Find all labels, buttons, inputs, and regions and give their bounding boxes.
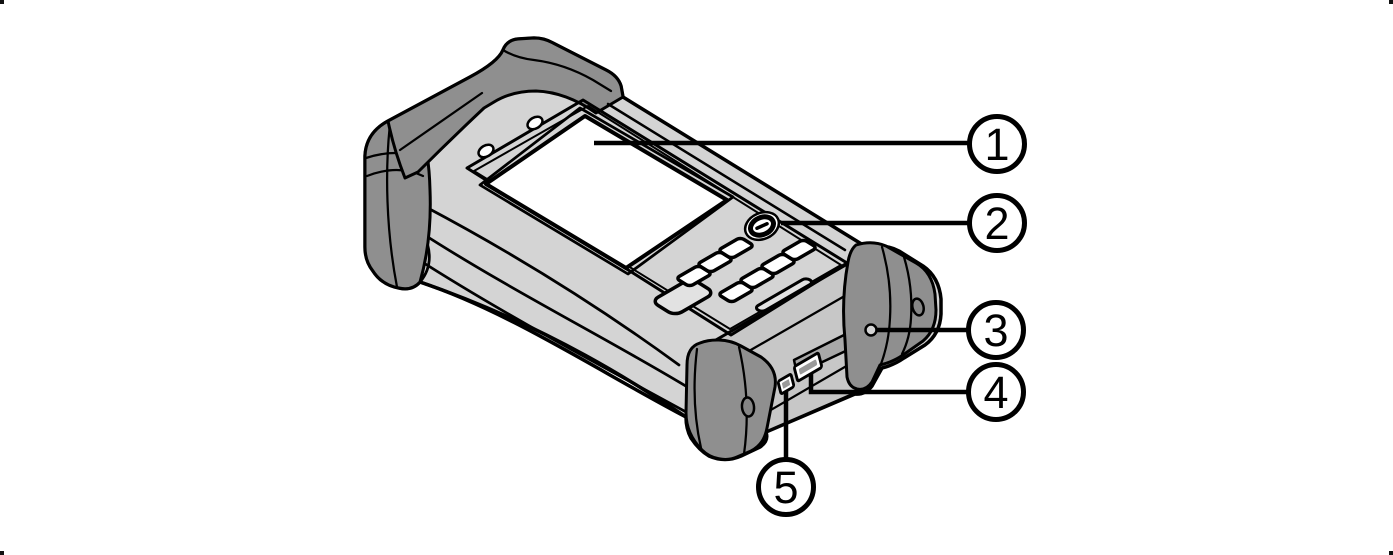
- callout-4: 4: [966, 362, 1026, 422]
- corner-mark: [1389, 551, 1393, 555]
- screw-holes: [477, 115, 544, 159]
- top-edge-bumper: [386, 36, 625, 180]
- callout-label-5: 5: [773, 462, 798, 513]
- side-ridge-3: [414, 256, 688, 414]
- cap-facet-line: [385, 122, 399, 289]
- keypad: [651, 210, 817, 316]
- bumper-oval-hole: [911, 297, 925, 317]
- device-illustration: [363, 36, 943, 462]
- top-bumper-band-line: [398, 91, 484, 152]
- callout-label-2: 2: [984, 198, 1009, 249]
- power-button-icon: [755, 222, 769, 230]
- face-bevel-line: [606, 102, 847, 252]
- panel-inner-outline: [473, 105, 842, 330]
- screw-hole: [526, 115, 544, 131]
- small-round-hole: [864, 323, 878, 337]
- callout-circle-2: [967, 193, 1027, 253]
- top-pad-facet-line: [501, 48, 613, 93]
- bumper-oval-hole: [740, 396, 756, 418]
- callout-circle-5: [756, 457, 816, 517]
- callout-5: 5: [756, 457, 816, 517]
- callout-label-1: 1: [984, 119, 1009, 170]
- panel-outer-outline: [465, 98, 849, 337]
- callout-3: 3: [966, 300, 1026, 360]
- bottom-front-bumper-facet-1: [693, 347, 703, 450]
- power-button: [743, 210, 781, 242]
- side-ridge-1: [422, 204, 681, 367]
- square-port: [776, 373, 796, 395]
- bottom-right-bumper-facet-2: [900, 255, 913, 356]
- callout-1: 1: [967, 114, 1027, 174]
- corner-mark: [0, 0, 4, 4]
- corner-mark: [0, 551, 4, 555]
- leader-line-4: [808, 374, 968, 395]
- bottom-right-bumper-facet-1: [879, 245, 892, 366]
- keypad-key: [781, 239, 817, 261]
- callout-2: 2: [967, 193, 1027, 253]
- cap-band-line-2: [365, 168, 425, 178]
- handle-curve: [418, 280, 688, 419]
- callout-circle-3: [966, 300, 1026, 360]
- callout-circle-1: [967, 114, 1027, 174]
- speaker-slot: [754, 278, 814, 313]
- keypad-key: [718, 237, 754, 259]
- display-screen: [484, 114, 729, 270]
- callout-label-3: 3: [983, 305, 1008, 356]
- screen-bezel: [478, 106, 735, 276]
- callout-circle-4: [966, 362, 1026, 422]
- large-key: [651, 278, 715, 316]
- callout-label-4: 4: [983, 367, 1008, 418]
- callouts: 1 2 3 4 5: [594, 114, 1027, 517]
- screw-hole: [477, 143, 495, 159]
- corner-mark: [1389, 0, 1393, 4]
- side-ridge-2: [418, 230, 691, 390]
- bottom-front-bumper: [684, 338, 777, 461]
- leader-lines: [594, 140, 969, 459]
